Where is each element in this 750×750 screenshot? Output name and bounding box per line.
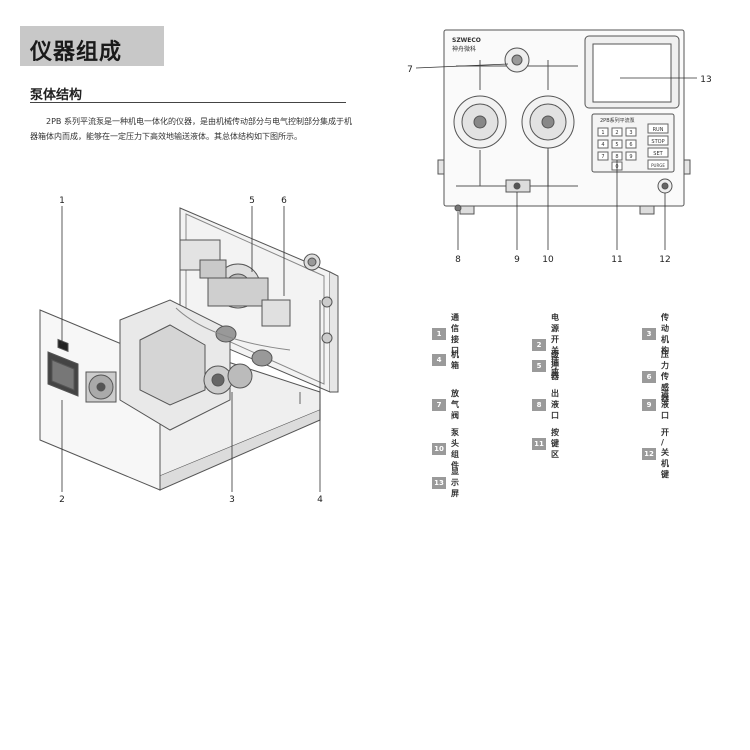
- svg-text:SET: SET: [653, 151, 663, 157]
- svg-text:2: 2: [615, 130, 618, 136]
- intro-paragraph: 2PB 系列平流泵是一种机电一体化的仪器，是由机械传动部分与电气控制部分集成于机…: [30, 117, 352, 141]
- svg-text:7: 7: [601, 154, 604, 160]
- svg-text:6: 6: [629, 142, 632, 148]
- keypad-key[interactable]: 5: [611, 139, 623, 149]
- keypad-key[interactable]: 2: [611, 127, 623, 137]
- callout-6: 6: [281, 196, 287, 206]
- keypad-key[interactable]: 4: [597, 139, 609, 149]
- svg-text:PURGE: PURGE: [651, 163, 665, 168]
- callout-5: 5: [249, 196, 255, 206]
- callout-1: 1: [59, 196, 65, 206]
- svg-text:4: 4: [601, 142, 604, 148]
- callout-7: 7: [407, 65, 413, 75]
- svg-text:9: 9: [629, 154, 632, 160]
- set-key[interactable]: SET: [647, 147, 669, 158]
- svg-text:5: 5: [615, 142, 618, 148]
- brand-subtitle: 神舟微科: [452, 45, 476, 53]
- run-key[interactable]: RUN: [647, 123, 669, 134]
- section-heading: 泵体结构: [30, 88, 83, 103]
- callout-11: 11: [611, 255, 622, 265]
- brand-logo: SZWECO: [452, 37, 481, 44]
- callout-13: 13: [700, 75, 711, 85]
- callout-8: 8: [455, 255, 461, 265]
- svg-text:STOP: STOP: [651, 139, 664, 145]
- keypad-key[interactable]: 3: [625, 127, 637, 137]
- callout-3: 3: [229, 495, 235, 505]
- keypad-key[interactable]: 1: [597, 127, 609, 137]
- callout-10: 10: [542, 255, 554, 265]
- purge-key[interactable]: PURGE: [647, 159, 669, 170]
- callout-9: 9: [514, 255, 520, 265]
- page-title: 仪器组成: [30, 40, 123, 65]
- keypad-title: 2PB系列平流泵: [600, 117, 635, 124]
- stop-key[interactable]: STOP: [647, 135, 669, 146]
- section-divider: [30, 102, 346, 103]
- callout-4: 4: [317, 495, 323, 505]
- keypad-key[interactable]: 9: [625, 151, 637, 161]
- svg-text:1: 1: [601, 130, 604, 136]
- svg-text:8: 8: [615, 154, 618, 160]
- svg-text:RUN: RUN: [653, 127, 664, 133]
- callout-2: 2: [59, 495, 65, 505]
- title-band: [20, 26, 164, 66]
- keypad-key[interactable]: 6: [625, 139, 637, 149]
- svg-text:3: 3: [629, 130, 632, 136]
- keypad-key[interactable]: 7: [597, 151, 609, 161]
- keypad-key[interactable]: 8: [611, 151, 623, 161]
- callout-12: 12: [659, 255, 670, 265]
